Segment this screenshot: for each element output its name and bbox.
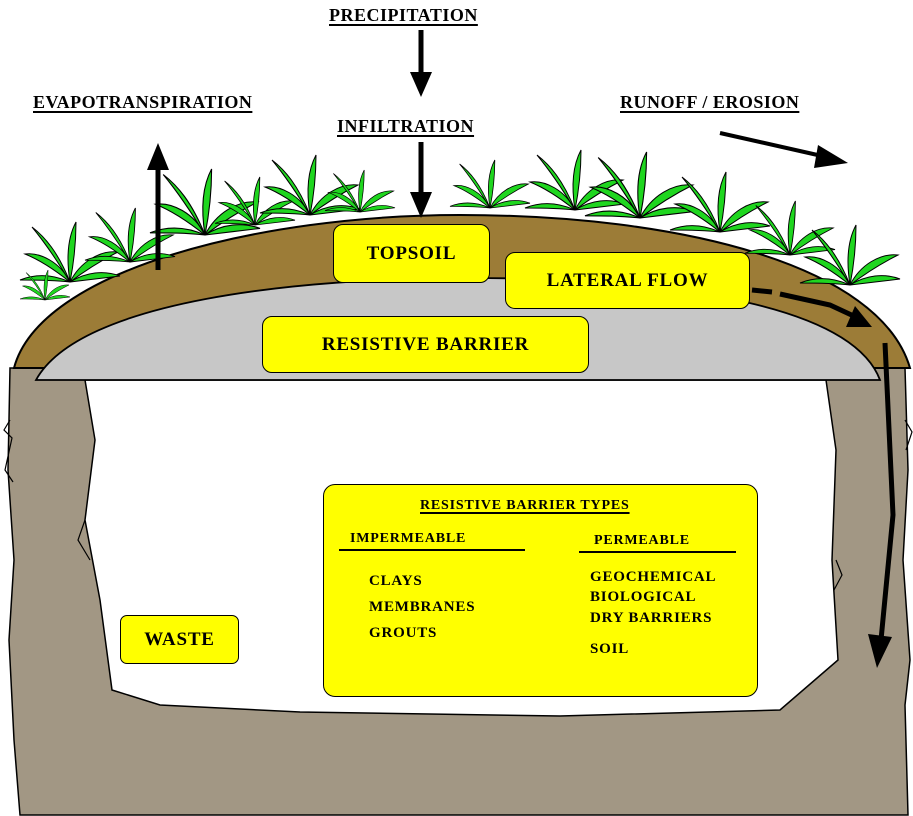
barrier-types-title: RESISTIVE BARRIER TYPES: [420, 498, 630, 514]
precipitation-label: PRECIPITATION: [329, 5, 478, 26]
infiltration-label: INFILTRATION: [337, 116, 474, 137]
plant: [745, 201, 835, 255]
lateral-flow-box: LATERAL FLOW: [505, 252, 750, 309]
runoff-arrow-head: [814, 145, 848, 168]
plant-leaf: [638, 152, 647, 218]
lateral-flow-box-label: LATERAL FLOW: [547, 270, 709, 292]
impermeable-heading: IMPERMEABLE: [350, 531, 466, 547]
plant-leaf: [788, 201, 795, 255]
plant-leaf: [848, 225, 856, 285]
runoff-erosion-label: RUNOFF / EROSION: [620, 92, 799, 113]
permeable-item: SOIL: [590, 641, 629, 658]
permeable-item: GEOCHEMICAL: [590, 569, 716, 586]
waste-box-label: WASTE: [144, 629, 215, 651]
plant: [20, 222, 120, 282]
plant-leaf: [308, 155, 316, 215]
topsoil-box-label: TOPSOIL: [367, 243, 457, 265]
plant-leaf: [573, 150, 581, 210]
plant: [450, 160, 530, 208]
resistive-barrier-box-label: RESISTIVE BARRIER: [322, 334, 529, 356]
plant-leaf: [488, 160, 494, 208]
impermeable-item: CLAYS: [369, 573, 422, 590]
barrier-types-panel: RESISTIVE BARRIER TYPES IMPERMEABLE CLAY…: [323, 484, 758, 697]
resistive-barrier-box: RESISTIVE BARRIER: [262, 316, 589, 373]
impermeable-rule: [339, 549, 525, 551]
waste-box: WASTE: [120, 615, 239, 664]
permeable-item: BIOLOGICAL: [590, 589, 696, 606]
evapotranspiration-arrow-head: [147, 143, 169, 170]
plant-leaf: [44, 270, 48, 300]
plant-leaf: [68, 222, 76, 282]
evapotranspiration-label: EVAPOTRANSPIRATION: [33, 92, 252, 113]
plant: [670, 172, 770, 232]
plant-leaf: [203, 169, 212, 235]
permeable-item: DRY BARRIERS: [590, 610, 712, 627]
impermeable-item: MEMBRANES: [369, 599, 475, 616]
runoff-arrow-shaft: [720, 133, 822, 156]
impermeable-item: GROUTS: [369, 625, 437, 642]
permeable-heading: PERMEABLE: [594, 533, 690, 549]
topsoil-box: TOPSOIL: [333, 224, 490, 283]
plant-leaf: [718, 172, 726, 232]
permeable-rule: [579, 551, 736, 553]
plant-leaf: [359, 170, 365, 212]
plant-leaf: [128, 208, 135, 262]
precipitation-arrow-head: [410, 72, 432, 97]
infiltration-arrow-head: [410, 192, 432, 218]
plant: [85, 208, 175, 262]
plant-leaf: [253, 177, 259, 225]
plant: [525, 150, 625, 210]
